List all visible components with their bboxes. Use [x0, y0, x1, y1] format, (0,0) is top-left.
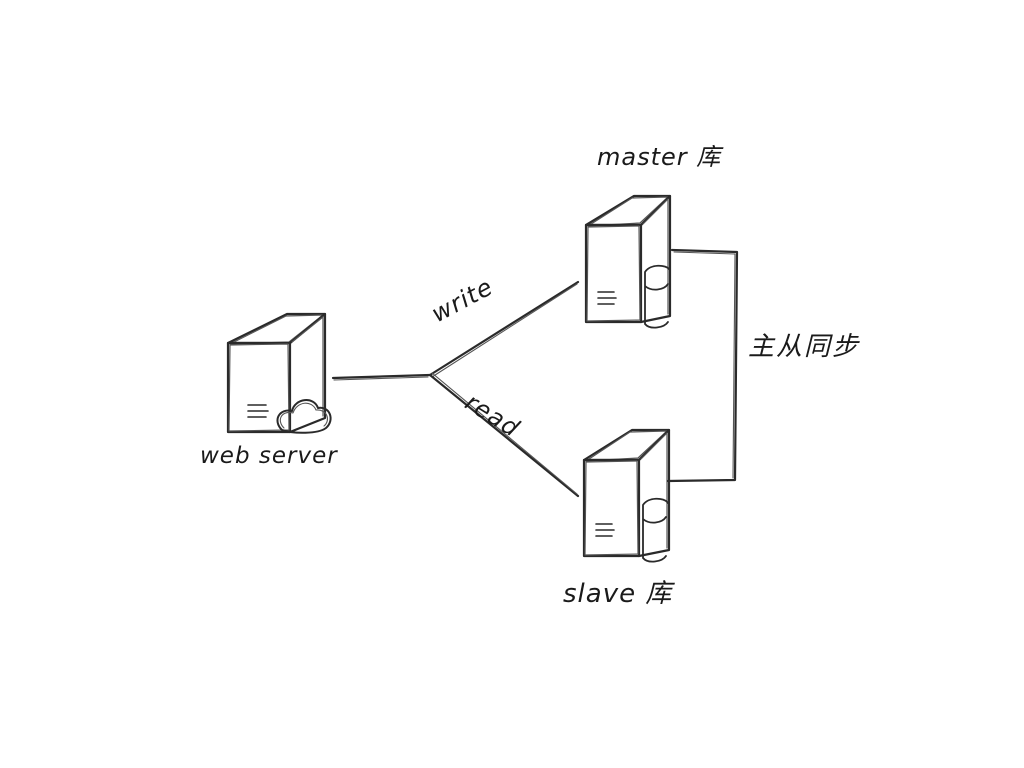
read-line	[428, 373, 580, 498]
web-link-line	[331, 373, 432, 380]
write-line	[428, 280, 580, 377]
sync-label: 主从同步	[748, 332, 861, 362]
web-server-icon	[226, 312, 332, 434]
master-db-label: master 库	[597, 143, 722, 171]
master-server-icon	[584, 194, 672, 329]
slave-server-icon	[582, 428, 671, 563]
slave-db-label: slave 库	[563, 579, 673, 609]
web-server-label: web server	[200, 443, 338, 469]
sync-line	[666, 248, 739, 483]
